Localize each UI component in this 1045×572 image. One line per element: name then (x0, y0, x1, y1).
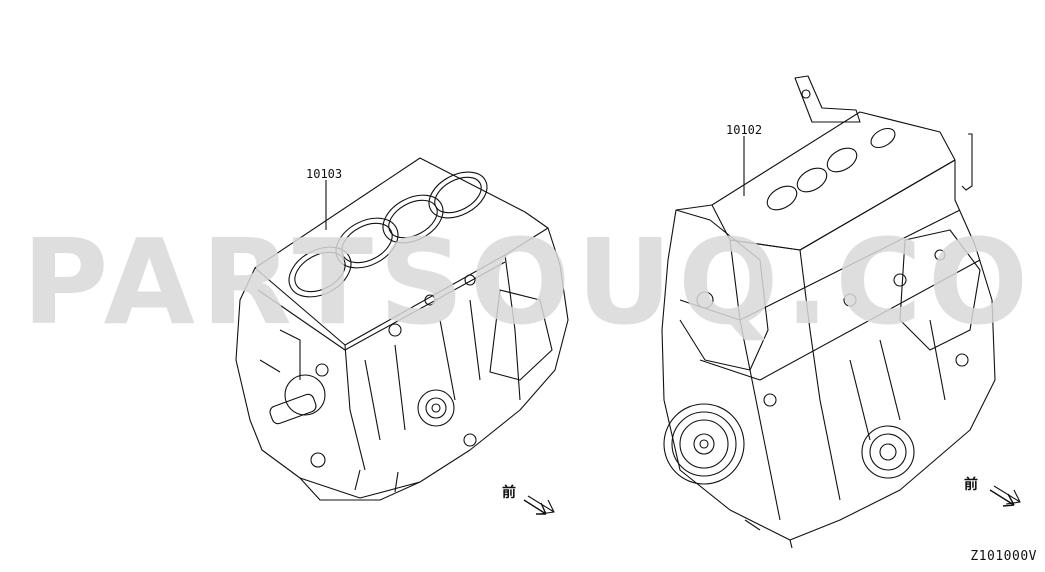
part-number-label[interactable]: 10102 (726, 123, 763, 137)
watermark: PARTSOUQ.COM (22, 213, 1045, 351)
short-block-drawing (235, 157, 569, 501)
front-arrow-right (989, 485, 1021, 507)
front-mark: 前 (964, 477, 978, 493)
part-number-label[interactable]: 10103 (306, 167, 343, 181)
front-mark: 前 (502, 485, 516, 501)
diagram-code: Z101000V (970, 549, 1037, 564)
front-arrow-left (523, 495, 555, 515)
long-block-drawing (661, 75, 996, 549)
